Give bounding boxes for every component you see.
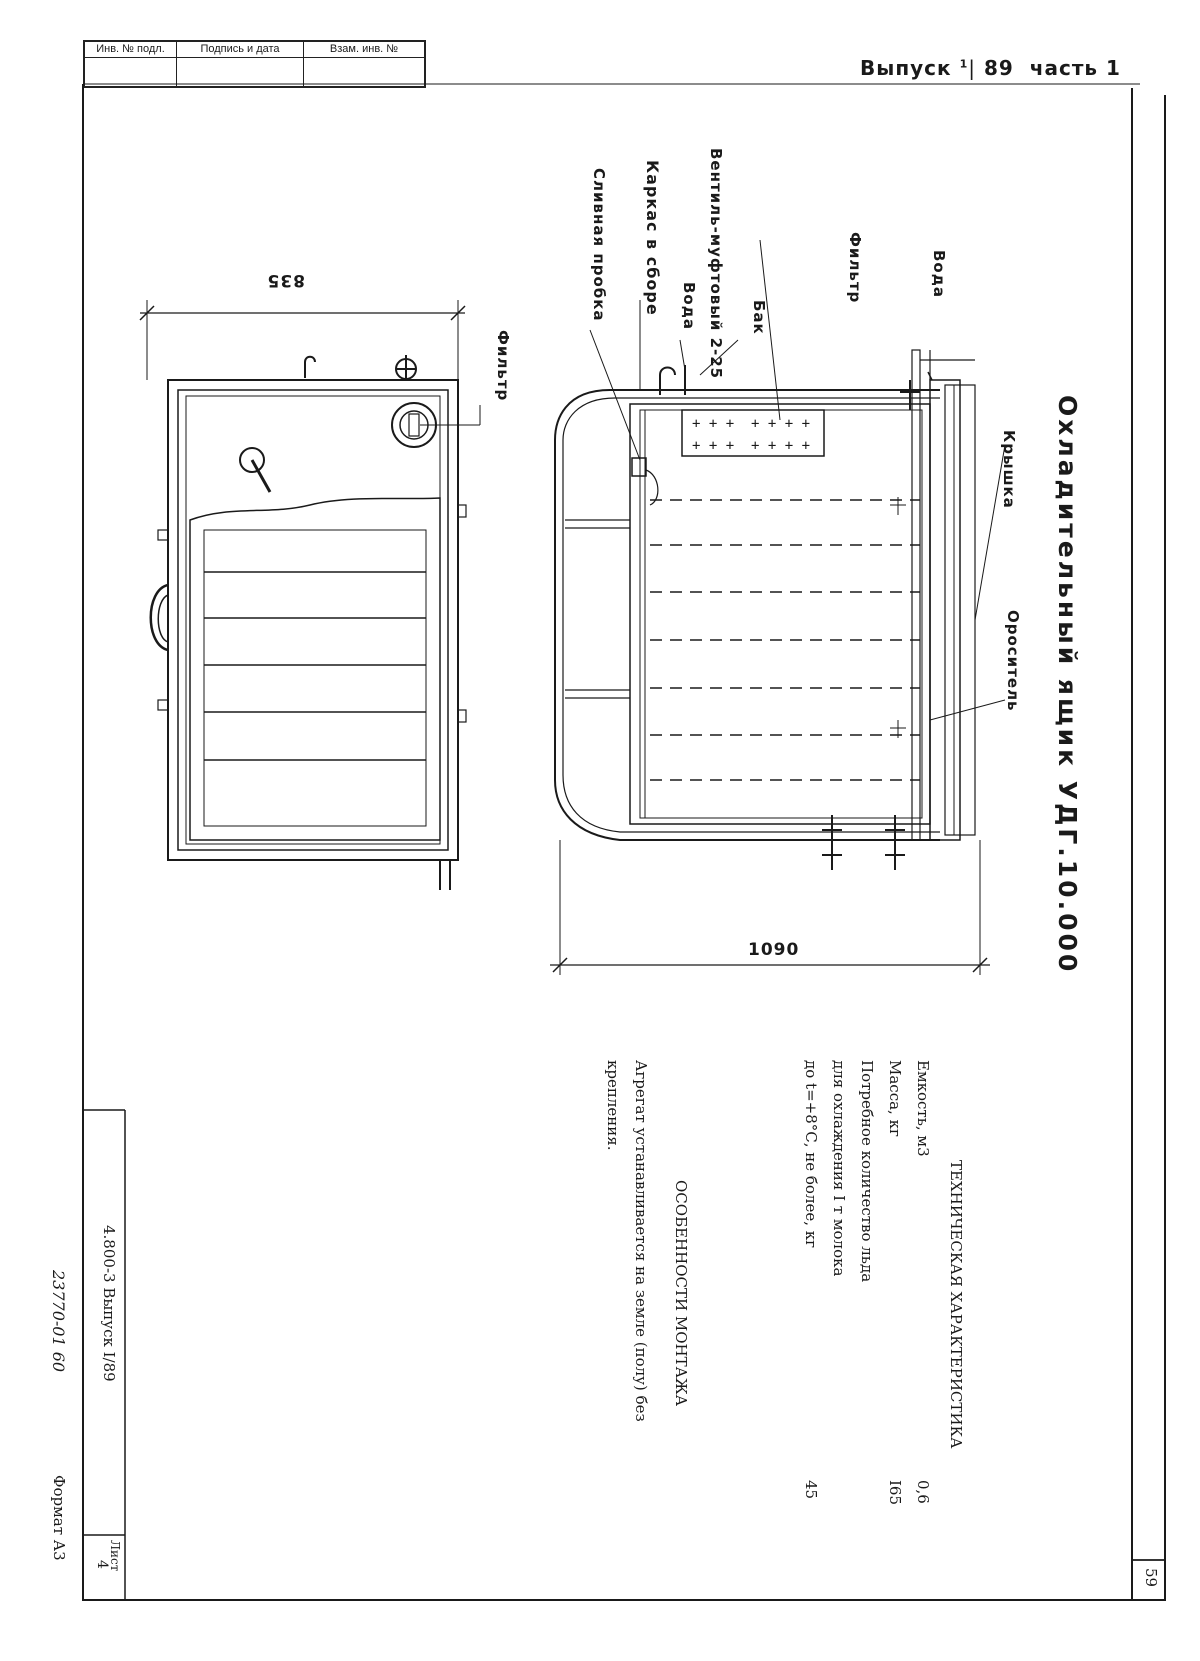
issue-header: Выпуск 1| 89 часть 1	[860, 56, 1121, 80]
stamp-vzam: Взам. инв. №	[304, 42, 424, 58]
side-view	[550, 239, 1006, 975]
specs-heading: ТЕХНИЧЕСКАЯ ХАРАКТЕРИСТИКА	[947, 1160, 965, 1449]
issue-part: часть 1	[1029, 56, 1121, 80]
stamp-inv-podl: Инв. № подл.	[85, 42, 177, 58]
label-orositel: Ороситель	[1004, 610, 1022, 712]
label-slivnaya: Сливная пробка	[590, 168, 608, 322]
spec-ice-line3: до t=+8°С, не более, кг	[802, 1060, 820, 1249]
plan-view	[139, 300, 481, 890]
svg-text:+ + + + + + +: + + + + + + +	[692, 438, 810, 454]
frame-border	[82, 84, 1166, 1601]
archive-number: 23770-01 60	[49, 1270, 68, 1373]
label-ventil: Вентиль-муфтовый 2-25	[707, 148, 725, 380]
spec-mass-label: Масса, кг	[886, 1060, 904, 1137]
sheet-format: Формат А3	[50, 1475, 68, 1561]
label-voda-inlet: Вода	[930, 250, 948, 298]
spec-ice-line1: Потребное количество льда	[858, 1060, 876, 1283]
drawing-title: Охладительный ящик УДГ.10.000	[1053, 395, 1082, 975]
stamp-podpis: Подпись и дата	[177, 42, 304, 58]
svg-text:+ + + + + + +: + + + + + + +	[692, 416, 810, 432]
label-filtr-side: Фильтр	[846, 232, 864, 304]
doc-code: 4.800-3 Выпуск I/89	[100, 1225, 118, 1382]
issue-number: 1	[959, 57, 969, 71]
dimension-1090: 1090	[748, 940, 800, 960]
sheet-label: Лист	[108, 1540, 122, 1572]
spec-capacity-value: 0,6	[914, 1480, 932, 1504]
label-karkas: Каркас в сборе	[643, 160, 662, 316]
label-bak: Бак	[750, 300, 768, 335]
stamp-cell-2	[177, 58, 304, 86]
issue-year: 89	[983, 56, 1014, 80]
dimension-835: 835	[266, 270, 306, 290]
spec-ice-value: 45	[802, 1480, 820, 1500]
mounting-heading: ОСОБЕННОСТИ МОНТАЖА	[672, 1180, 690, 1407]
mounting-line2: крепления.	[604, 1060, 622, 1151]
approval-stamp-table: Инв. № подл. Подпись и дата Взам. инв. №	[83, 40, 426, 88]
label-kryshka: Крышка	[1000, 430, 1018, 509]
spec-capacity-label: Емкость, м3	[914, 1060, 932, 1157]
mounting-line1: Агрегат устанавливается на земле (полу) …	[632, 1060, 650, 1422]
filter-mesh-marks: + + + + + + + + + + + + + +	[692, 416, 810, 454]
sheet-number: 4	[94, 1560, 110, 1569]
spec-ice-line2: для охлаждения I т молока	[830, 1060, 848, 1277]
page-number: 59	[1142, 1568, 1160, 1588]
spec-mass-value: I65	[886, 1480, 904, 1506]
label-voda-valve: Вода	[680, 282, 698, 330]
issue-label: Выпуск	[860, 56, 952, 80]
stamp-cell-1	[85, 58, 177, 86]
label-filtr-plan: Фильтр	[494, 330, 512, 402]
